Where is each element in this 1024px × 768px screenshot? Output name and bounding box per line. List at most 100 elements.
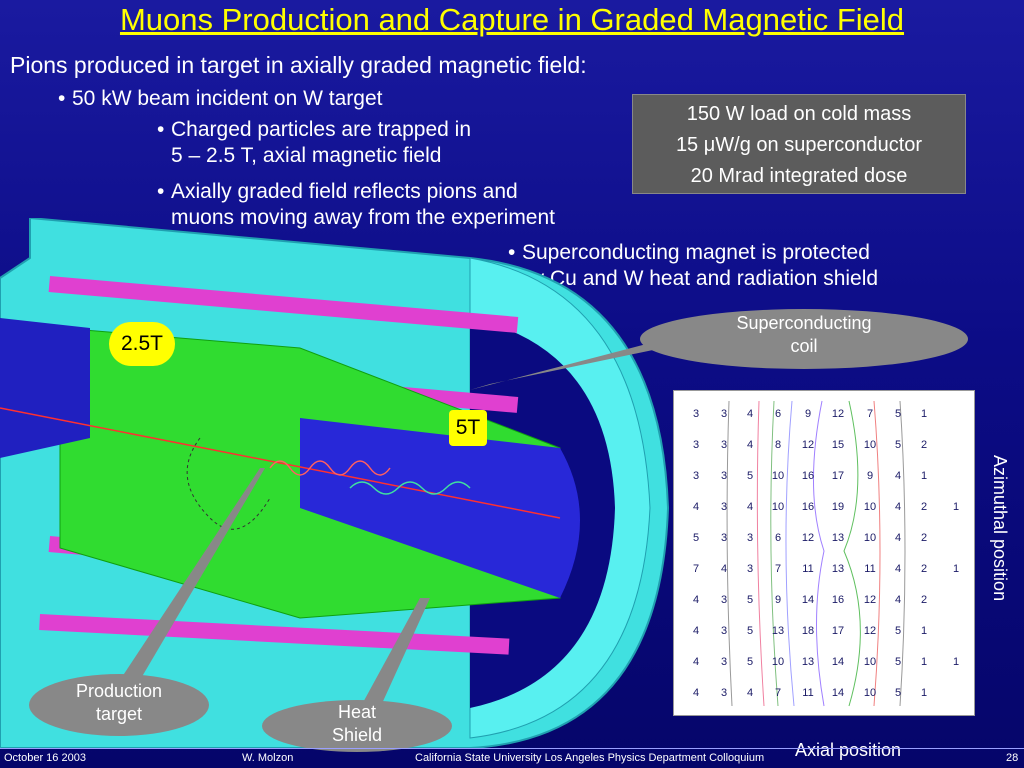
mu-symbol: μ <box>703 134 716 156</box>
dose-value: 11 <box>802 563 813 575</box>
intro-text: Pions produced in target in axially grad… <box>10 52 587 78</box>
dose-value: 4 <box>721 563 727 575</box>
dose-value: 17 <box>832 625 844 637</box>
particle-track <box>186 437 271 530</box>
callout-text: Shield <box>331 725 383 745</box>
callout-text: Heat <box>337 702 377 722</box>
dose-value: 16 <box>832 594 844 606</box>
dose-value: 1 <box>953 563 959 575</box>
dose-value: 1 <box>921 625 927 637</box>
magnet-illustration <box>0 218 680 748</box>
dose-value: 3 <box>721 656 727 668</box>
dose-value: 3 <box>721 532 727 544</box>
dose-value: 4 <box>693 625 699 637</box>
dose-value: 2 <box>921 594 927 606</box>
dose-value: 16 <box>802 470 814 482</box>
dose-value: 13 <box>772 625 784 637</box>
dose-value: 6 <box>775 532 781 544</box>
azimuthal-axis-label: Azimuthal position <box>990 455 1010 602</box>
dose-value: 1 <box>921 656 927 668</box>
dose-value: 9 <box>775 594 781 606</box>
dose-value: 10 <box>772 470 784 482</box>
dose-value: 9 <box>805 408 811 420</box>
field-label-low: 2.5T <box>109 322 175 366</box>
dose-value: 7 <box>775 687 781 699</box>
bullet-dot: • <box>58 87 66 110</box>
dose-value: 5 <box>747 594 753 606</box>
bullet-dot: • <box>157 180 165 203</box>
info-text: W/g on superconductor <box>715 134 923 156</box>
dose-value: 10 <box>864 687 876 699</box>
shield-callout: Heat Shield <box>262 700 452 752</box>
dose-value: 1 <box>953 656 959 668</box>
dose-value: 13 <box>832 563 844 575</box>
dose-value: 14 <box>832 656 844 668</box>
bullet-dot: • <box>157 118 165 141</box>
dose-value: 4 <box>895 532 901 544</box>
dose-value: 4 <box>747 501 753 513</box>
info-line: 20 Mrad integrated dose <box>690 165 908 187</box>
field-label-high: 5T <box>449 410 487 446</box>
target-pointer <box>120 468 265 680</box>
dose-value: 11 <box>864 563 875 575</box>
bullet-graded: • Axially graded field reflects pions and… <box>157 179 555 231</box>
dose-value: 4 <box>747 408 753 420</box>
dose-value: 10 <box>864 656 876 668</box>
dose-value: 16 <box>802 501 814 513</box>
dose-value: 14 <box>802 594 814 606</box>
footer-page-number: 28 <box>1006 752 1019 764</box>
dose-value: 7 <box>693 563 699 575</box>
dose-value: 5 <box>693 532 699 544</box>
footer-author: W. Molzon <box>242 752 294 764</box>
dose-value: 13 <box>802 656 814 668</box>
bore <box>300 418 580 598</box>
bullet-dot: • <box>508 241 516 264</box>
dose-value: 12 <box>802 532 814 544</box>
contour-lines <box>726 400 906 707</box>
bullet-text: by Cu and W heat and radiation shield <box>522 267 879 290</box>
bullet-text: 50 kW beam incident on W target <box>72 87 383 110</box>
dose-value: 13 <box>832 532 844 544</box>
dose-value: 5 <box>895 687 901 699</box>
bullet-text: Charged particles are trapped in <box>171 118 472 141</box>
info-line: 15 μW/g on superconductor <box>633 130 965 161</box>
dose-value: 3 <box>693 439 699 451</box>
bullet-beam: • 50 kW beam incident on W target <box>58 86 382 112</box>
dose-value: 4 <box>747 439 753 451</box>
dose-value: 2 <box>921 501 927 513</box>
coil-pointer <box>470 335 680 390</box>
dose-value: 15 <box>832 439 844 451</box>
dose-value: 6 <box>775 408 781 420</box>
dose-value: 4 <box>895 563 901 575</box>
dose-value: 3 <box>747 563 753 575</box>
dose-value: 5 <box>747 470 753 482</box>
bullet-text: 5 – 2.5 T, axial magnetic field <box>171 144 442 167</box>
dose-value: 10 <box>864 532 876 544</box>
beam-pipe <box>0 318 90 458</box>
dose-value: 5 <box>895 625 901 637</box>
coil-callout: Superconducting coil <box>640 309 968 369</box>
particle-track <box>269 460 391 476</box>
dose-value: 10 <box>864 501 876 513</box>
dose-value: 9 <box>867 470 873 482</box>
target-callout: Production target <box>29 674 209 736</box>
dose-value: 8 <box>775 439 781 451</box>
dose-value: 3 <box>721 594 727 606</box>
dose-value: 7 <box>775 563 781 575</box>
bullet-text: Axially graded field reflects pions and <box>171 180 518 203</box>
shield-pointer <box>360 598 430 708</box>
dose-value: 2 <box>921 563 927 575</box>
dose-value: 10 <box>864 439 876 451</box>
dose-value: 3 <box>721 408 727 420</box>
dose-value: 4 <box>693 594 699 606</box>
dose-value: 4 <box>747 687 753 699</box>
load-info-box: 150 W load on cold mass 15 μW/g on super… <box>632 94 966 194</box>
bullet-text: muons moving away from the experiment <box>171 206 555 229</box>
upper-coil <box>48 276 519 333</box>
footer-divider <box>0 748 1024 749</box>
dose-value: 12 <box>802 439 814 451</box>
callout-text: coil <box>790 336 818 356</box>
dose-value: 5 <box>747 656 753 668</box>
beam-line <box>0 407 561 519</box>
